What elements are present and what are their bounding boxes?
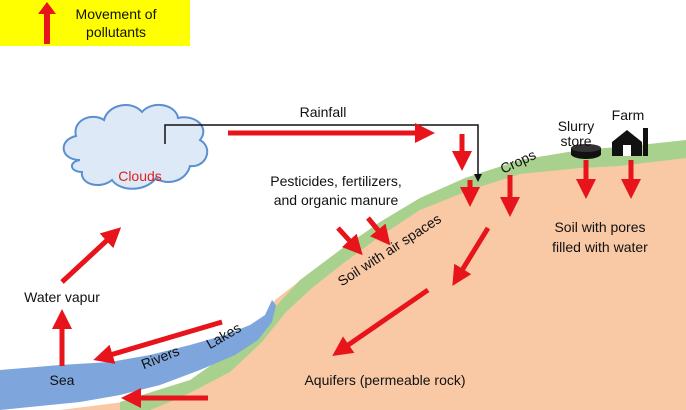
slurry-label-line-1: Slurry — [558, 118, 595, 134]
legend-line-2: pollutants — [86, 24, 146, 40]
aquifers-label: Aquifers (permeable rock) — [304, 372, 465, 388]
arrow-vapur-up — [60, 227, 122, 284]
legend-box — [0, 0, 190, 46]
pesticides-label-line-2: and organic manure — [274, 192, 399, 208]
soil-water-label-line-2: filled with water — [552, 239, 648, 255]
arrow-pesticide-2 — [366, 216, 391, 246]
cloud-icon — [62, 103, 209, 190]
slurry-tank-icon — [571, 144, 601, 159]
farm-label: Farm — [612, 107, 645, 123]
pesticides-label-line-1: Pesticides, fertilizers, — [270, 173, 401, 189]
legend-arrow-icon — [38, 2, 56, 44]
rainfall-label: Rainfall — [300, 104, 347, 120]
arrow-soil-to-deep — [452, 226, 491, 286]
legend-line-1: Movement of — [75, 6, 157, 22]
water-body — [0, 300, 276, 410]
arrow-pesticide-1 — [336, 226, 363, 256]
arrow-to-aquifer — [332, 287, 430, 356]
water-vapur-label: Water vapur — [24, 289, 100, 305]
slurry-label-line-2: store — [560, 133, 591, 149]
rainfall-path — [164, 124, 482, 182]
clouds-label: Clouds — [118, 168, 162, 184]
farm-building-icon — [612, 128, 648, 156]
soil-region — [60, 148, 686, 410]
sea-label: Sea — [50, 372, 75, 388]
legend-label: Movement of pollutants — [56, 5, 176, 41]
pollutant-arrows — [52, 123, 641, 408]
arrow-lakes-to-sea — [93, 319, 223, 364]
soil-water-label-line-1: Soil with pores — [554, 219, 645, 235]
